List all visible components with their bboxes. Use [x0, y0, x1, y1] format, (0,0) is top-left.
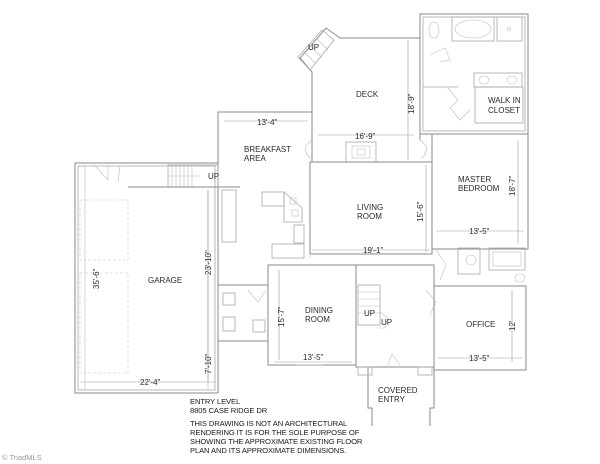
covered-entry-label-2: ENTRY — [378, 395, 406, 404]
address-label: 8805 CASE RIDGE DR — [190, 406, 268, 415]
breakfast-kitchen — [217, 111, 313, 260]
garage-width-dim: 22'-4" — [140, 378, 161, 387]
master-bath — [419, 13, 529, 135]
walk-in-closet-label-1: WALK IN — [488, 96, 521, 105]
garage — [74, 162, 219, 394]
deck-depth-dim: 18'-9" — [407, 93, 416, 114]
garage-stairs — [128, 164, 240, 188]
garage-lower-depth-dim: 7'-10" — [204, 353, 213, 374]
office-label: OFFICE — [466, 320, 495, 329]
disclaimer-line-4: PLAN AND ITS APPROXIMATE DIMENSIONS. — [190, 446, 347, 455]
copyright-credit: © TriadMLS — [2, 453, 42, 462]
living-depth-dim: 15'-6" — [416, 201, 425, 222]
garage-label: GARAGE — [148, 276, 182, 285]
covered-entry — [357, 366, 435, 426]
breakfast-label-2: AREA — [244, 154, 266, 163]
master-depth-dim: 18'-7" — [508, 175, 517, 196]
master-bedroom — [431, 133, 529, 283]
dining-label-1: DINING — [305, 306, 333, 315]
laundry-area — [217, 284, 269, 342]
garage-total-depth-dim: 35'-6" — [92, 268, 101, 289]
walk-in-closet-label-2: CLOSET — [488, 106, 520, 115]
master-label-1: MASTER — [458, 175, 492, 184]
disclaimer-line-1: THIS DRAWING IS NOT AN ARCHITECTURAL — [190, 419, 348, 428]
disclaimer-line-2: RENDERING IT IS FOR THE SOLE PURPOSE OF — [190, 428, 360, 437]
office — [433, 285, 527, 371]
office-width-dim: 13'-5" — [469, 354, 490, 363]
breakfast-width-dim: 13'-4" — [257, 118, 278, 127]
garage-up-label: UP — [208, 172, 219, 181]
living-label-1: LIVING — [357, 203, 383, 212]
plan-title-block: ENTRY LEVEL 8805 CASE RIDGE DR THIS DRAW… — [190, 397, 362, 455]
master-label-2: BEDROOM — [458, 184, 500, 193]
dining-label-2: ROOM — [305, 315, 330, 324]
garage-main-depth-dim: 23'-10" — [204, 250, 213, 275]
foyer-up-label-1: UP — [364, 309, 375, 318]
office-depth-dim: 12' — [508, 320, 517, 331]
disclaimer-line-3: SHOWING THE APPROXIMATE EXISTING FLOOR — [190, 437, 363, 446]
fireplace — [345, 141, 377, 163]
foyer-up-label-2: UP — [381, 318, 392, 327]
living-width-dim: 19'-1" — [363, 246, 384, 255]
level-label: ENTRY LEVEL — [190, 397, 241, 406]
living-label-2: ROOM — [357, 212, 382, 221]
deck-label: DECK — [356, 90, 379, 99]
dining-depth-dim: 15'-7" — [277, 306, 286, 327]
breakfast-label-1: BREAKFAST — [244, 145, 291, 154]
covered-entry-label-1: COVERED — [378, 386, 418, 395]
deck-width-dim: 16'-9" — [355, 132, 376, 141]
deck-up-label: UP — [308, 43, 319, 52]
dining-width-dim: 13'-5" — [303, 353, 324, 362]
master-width-dim: 13'-5" — [469, 227, 490, 236]
walk-in-closet — [447, 86, 524, 124]
